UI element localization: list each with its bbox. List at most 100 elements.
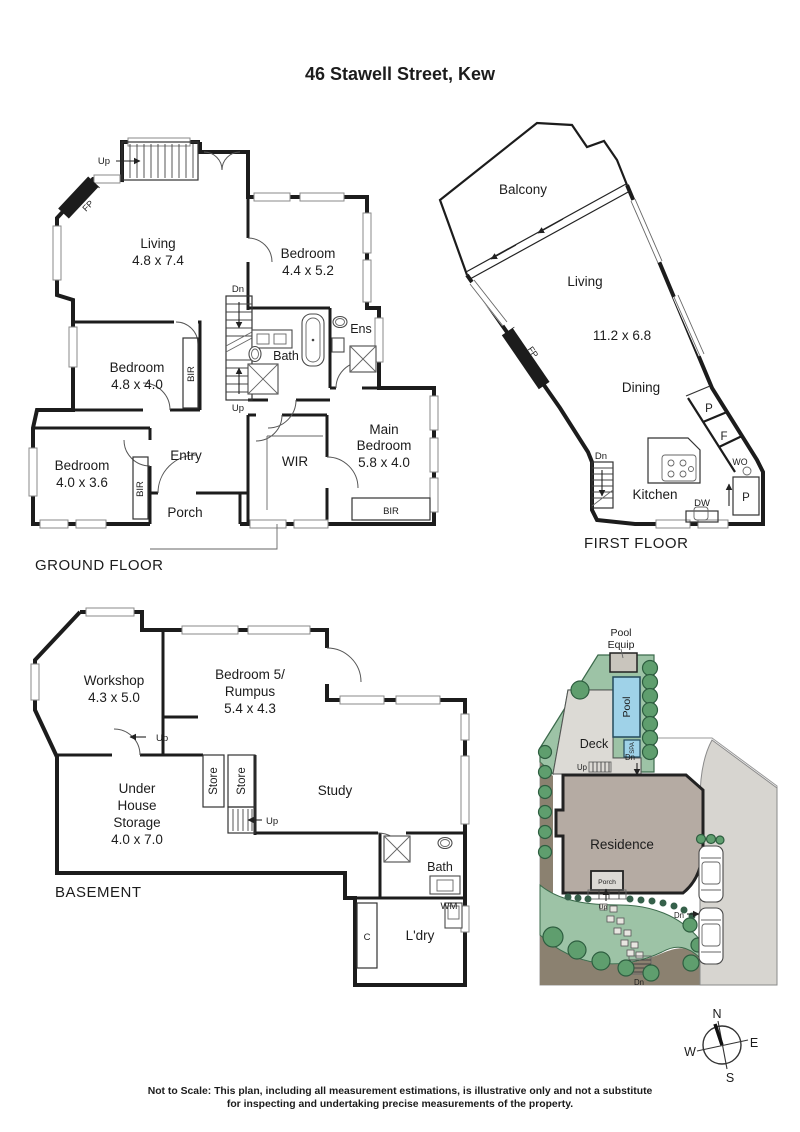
ground-ens-label: Ens <box>350 322 372 336</box>
first-living-dims: 11.2 x 6.8 <box>593 328 651 343</box>
porch-platform <box>150 524 278 550</box>
site-up1-label: Up <box>577 763 588 772</box>
ground-bedroom3-label: Bedroom <box>110 360 165 375</box>
ground-bedroom4-label: Bedroom <box>55 458 110 473</box>
balcony-label: Balcony <box>499 182 547 197</box>
rumpus-label2: Rumpus <box>225 684 276 699</box>
stepping-stones <box>599 903 644 959</box>
pantry2-label: P <box>742 492 750 504</box>
dining-label: Dining <box>622 380 660 395</box>
basement-title: BASEMENT <box>55 884 142 901</box>
compass-west-label: W <box>684 1045 696 1059</box>
pool-label: Pool <box>621 696 633 717</box>
pool-equip-pointer <box>620 648 624 659</box>
car-icon-2 <box>698 907 724 965</box>
first-dn-label: Dn <box>595 451 607 462</box>
first-floor-plan: FP Ba <box>438 121 765 552</box>
ground-living-dims: 4.8 x 7.4 <box>132 253 184 268</box>
pool-equip-label1: Pool <box>610 627 631 639</box>
first-staircase-icon <box>591 461 614 509</box>
disclaimer-line2: for inspecting and undertaking precise m… <box>227 1099 573 1110</box>
rumpus-dims: 5.4 x 4.3 <box>224 701 276 716</box>
workshop-label: Workshop <box>84 673 145 688</box>
ground-up2-label: Up <box>232 403 244 414</box>
ground-main-bedroom-dims: 5.8 x 4.0 <box>358 455 410 470</box>
path-bottom <box>540 935 700 985</box>
ground-living-label: Living <box>140 236 175 251</box>
pool <box>612 676 641 738</box>
site-dn2-label: Dn <box>674 911 684 920</box>
basement-windows <box>30 607 470 933</box>
porch-box <box>587 870 627 901</box>
workshop-dims: 4.3 x 5.0 <box>88 690 140 705</box>
ground-wir-label: WIR <box>282 454 308 469</box>
ground-ens-fixtures <box>331 315 377 373</box>
storage-label1: Under <box>119 781 156 796</box>
ground-floor-walls <box>31 140 436 526</box>
compass-south-label: S <box>726 1071 734 1085</box>
basement-ldry-fixtures <box>356 902 463 969</box>
ground-bedroom2-dims: 4.4 x 5.2 <box>282 263 334 278</box>
kitchen-label: Kitchen <box>632 487 677 502</box>
ground-bir2-label: BIR <box>135 481 146 497</box>
basement-bath-fixtures <box>383 835 461 895</box>
spa <box>623 739 641 758</box>
car-icon-1 <box>698 845 724 903</box>
pool-equip-label2: Equip <box>608 639 635 651</box>
staircase-top-icon <box>116 141 199 181</box>
site-porch-label: Porch <box>598 879 616 886</box>
ground-up-label: Up <box>98 156 110 167</box>
rumpus-label1: Bedroom 5/ <box>215 667 285 682</box>
basement-plan: Workshop 4.3 x 5.0 Bedroom 5/ Rumpus 5.4… <box>30 607 470 987</box>
fireplace-icon <box>58 176 102 223</box>
spa-label: SPA <box>630 742 636 754</box>
deck-label: Deck <box>580 737 609 751</box>
dw-label: DW <box>694 498 710 509</box>
compass-north-label: N <box>712 1007 721 1021</box>
storage-label3: Storage <box>113 815 160 830</box>
ground-floor-plan: FP Up Living <box>28 137 439 574</box>
ground-floor-title: GROUND FLOOR <box>35 557 164 574</box>
ground-main-bedroom-label1: Main <box>369 422 398 437</box>
ground-bedroom3-dims: 4.8 x 4.0 <box>111 377 163 392</box>
storage-dims: 4.0 x 7.0 <box>111 832 163 847</box>
ldry-label: L'dry <box>406 928 435 943</box>
site-plan-labels: Pool Equip Pool SPA Deck Up Dn Residence… <box>577 627 684 987</box>
compass-rose: N E S W <box>684 1007 758 1085</box>
residence-label: Residence <box>590 837 654 852</box>
first-living-label: Living <box>567 274 602 289</box>
basement-up2-label: Up <box>266 816 278 827</box>
page-title: 46 Stawell Street, Kew <box>305 64 496 84</box>
ground-main-bedroom-label2: Bedroom <box>357 438 412 453</box>
site-plan: Pool Equip Pool SPA Deck Up Dn Residence… <box>537 627 778 987</box>
basement-up1-label: Up <box>156 733 168 744</box>
tree-icons <box>537 659 725 982</box>
ground-bir1-label: BIR <box>186 366 197 382</box>
wm-label: WM <box>441 901 458 912</box>
ground-bath-fixtures <box>247 313 325 395</box>
site-dn1-label: Dn <box>625 753 635 762</box>
residence-footprint <box>554 773 705 895</box>
first-floor-title: FIRST FLOOR <box>584 535 688 552</box>
basement-labels: Workshop 4.3 x 5.0 Bedroom 5/ Rumpus 5.4… <box>55 667 458 943</box>
wall-oven-label: WO <box>732 457 747 467</box>
basement-bath-label: Bath <box>427 860 453 874</box>
ground-bedroom2-label: Bedroom <box>281 246 336 261</box>
balcony-walls <box>438 121 629 276</box>
deck-stairs-icon <box>588 761 612 773</box>
ground-porch-label: Porch <box>167 505 202 520</box>
balcony-slider <box>465 183 631 280</box>
first-floor-windows <box>469 198 729 529</box>
ground-closets <box>132 337 431 521</box>
ground-entry-label: Entry <box>170 448 202 463</box>
first-floor-labels: Balcony Living 11.2 x 6.8 Dining Dn Kitc… <box>499 182 750 552</box>
site-up2-label: Up <box>599 904 608 911</box>
ground-bedroom4-dims: 4.0 x 3.6 <box>56 475 108 490</box>
ground-dn-label: Dn <box>232 284 244 295</box>
kitchen-island <box>647 437 701 484</box>
fridge-label: F <box>720 431 727 443</box>
store2-label: Store <box>236 767 248 795</box>
kitchen-cabinets <box>685 385 760 516</box>
pool-equip-box <box>609 652 638 673</box>
